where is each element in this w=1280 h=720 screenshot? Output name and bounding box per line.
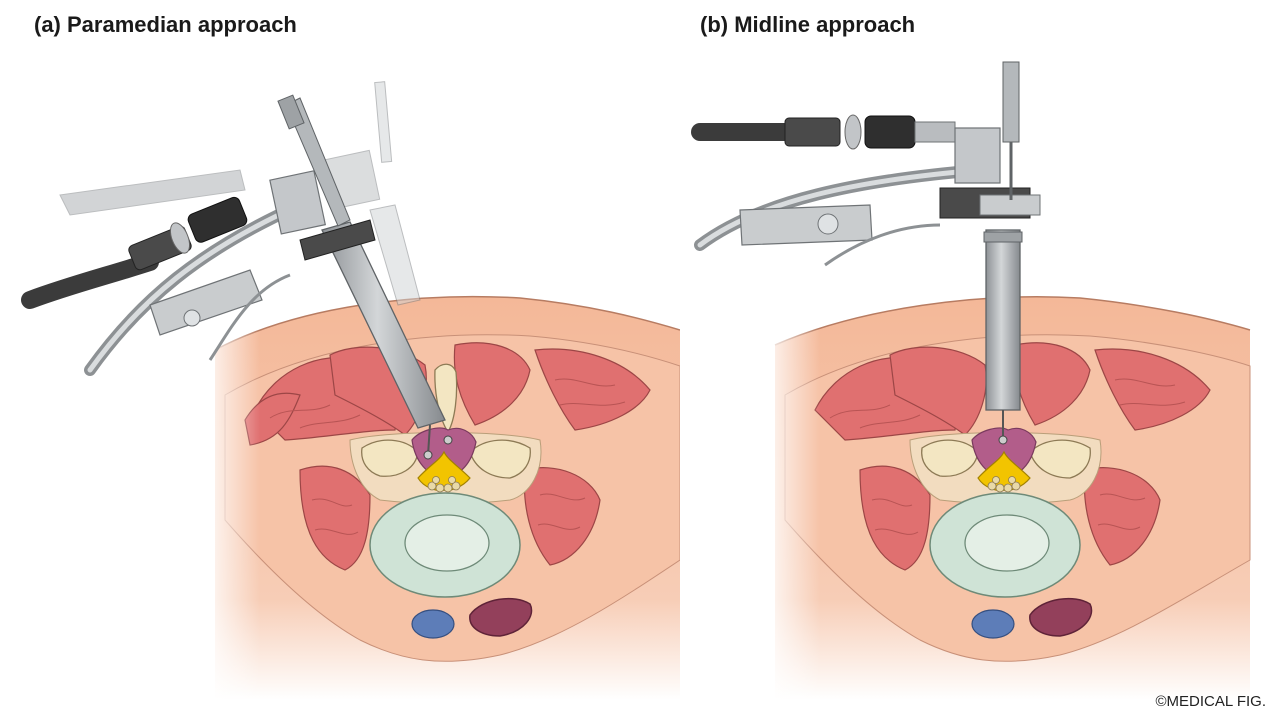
camera-head <box>784 117 841 147</box>
muscle-psoas-left <box>299 465 371 571</box>
eyepiece-disc <box>169 222 191 254</box>
vein <box>971 609 1015 639</box>
midline-approach-illustration <box>691 61 1251 710</box>
vertebra-lamina-left <box>921 439 979 477</box>
paramedian-approach-illustration <box>21 81 680 710</box>
nerve-roots <box>427 476 461 493</box>
vein <box>411 609 455 639</box>
muscle-psoas-right <box>523 467 601 566</box>
endoscope-body <box>269 170 327 235</box>
skin-surface-line <box>214 295 680 351</box>
muscle-psoas-left <box>859 465 931 571</box>
muscle-right-upper <box>534 348 651 431</box>
working-sheath <box>985 229 1021 411</box>
focus-ring <box>864 115 916 149</box>
ghost-endoscope <box>59 81 421 306</box>
copyright-notice: ©MEDICAL FIG. <box>1155 693 1266 710</box>
vertebra-lamina-right <box>1029 439 1091 479</box>
probe-tip <box>998 435 1008 445</box>
panel-a-title: (a) Paramedian approach <box>34 12 297 37</box>
irrigation-port <box>739 204 873 246</box>
nucleus-pulposus <box>964 514 1050 572</box>
vertebra-lamina-left <box>361 439 419 477</box>
irrigation-port <box>149 269 263 336</box>
vertebra-lamina-right <box>469 439 531 479</box>
endoscope-body <box>954 127 1001 184</box>
muscle-right-upper <box>1094 348 1211 431</box>
instrument-probe <box>1002 61 1020 143</box>
probe-tip <box>423 450 433 460</box>
focus-ring <box>187 196 248 243</box>
muscle-psoas-right <box>1083 467 1161 566</box>
nerve-roots <box>987 476 1021 493</box>
artery <box>1029 597 1093 637</box>
nucleus-pulposus <box>404 514 490 572</box>
skin-surface-line <box>774 296 1251 346</box>
camera-cable <box>21 253 159 309</box>
muscle-central-right <box>453 342 531 426</box>
muscle-central-left <box>889 346 987 436</box>
artery <box>469 597 533 637</box>
panel-b-title: (b) Midline approach <box>700 12 916 37</box>
eyepiece-disc <box>844 114 862 150</box>
